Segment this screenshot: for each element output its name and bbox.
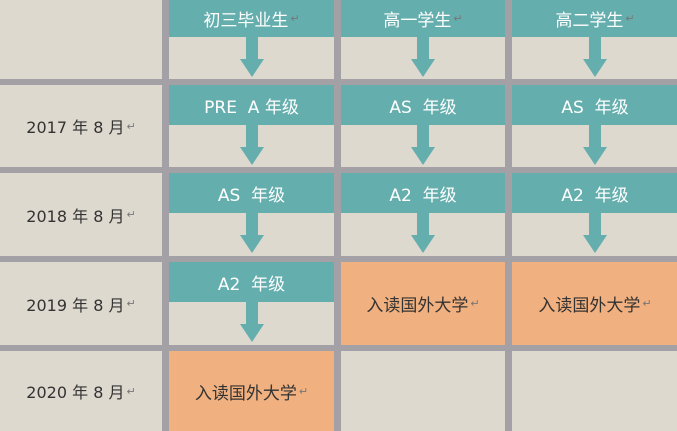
date-label: 2018 年 8 月↵: [26, 206, 136, 226]
destination-label: 入读国外大学↵: [366, 296, 480, 316]
down-arrow-icon: [239, 125, 264, 167]
grade-label: A2 年级: [561, 185, 629, 206]
down-arrow-icon: [583, 37, 607, 79]
destination-cell: 入读国外大学↵: [341, 262, 505, 345]
grade-label: A2 年级: [389, 185, 457, 206]
grade-band: A2 年级: [512, 173, 677, 213]
paragraph-mark-icon: ↵: [126, 119, 136, 133]
date-label: 2019 年 8 月↵: [26, 295, 136, 315]
grade-cell: AS 年级: [341, 85, 505, 167]
paragraph-mark-icon: ↵: [625, 12, 635, 25]
empty-cell: [512, 351, 677, 431]
date-cell: 2019 年 8 月↵: [0, 262, 162, 345]
destination-label: 入读国外大学↵: [194, 383, 309, 404]
grade-cell: AS 年级: [169, 173, 334, 256]
grade-cell: A2 年级: [512, 173, 677, 256]
date-cell: 2020 年 8 月↵: [0, 351, 162, 431]
column-header-band: 高一学生↵: [341, 0, 505, 37]
grade-cell: A2 年级: [341, 173, 505, 256]
empty-cell: [341, 351, 505, 431]
grade-label: AS 年级: [217, 185, 286, 206]
down-arrow-icon: [239, 37, 264, 79]
date-label: 2020 年 8 月↵: [26, 383, 136, 402]
date-cell: 2017 年 8 月↵: [0, 85, 162, 167]
paragraph-mark-icon: ↵: [290, 12, 300, 25]
header-corner-cell: [0, 0, 162, 79]
grade-label: A2 年级: [217, 274, 286, 295]
down-arrow-icon: [411, 37, 435, 79]
grade-label: PRE A 年级: [204, 97, 299, 118]
down-arrow-icon: [411, 125, 435, 167]
down-arrow-icon: [583, 213, 607, 255]
paragraph-mark-icon: ↵: [126, 297, 136, 310]
column-header-label: 高二学生: [555, 11, 624, 31]
down-arrow-icon: [583, 125, 607, 167]
destination-cell: 入读国外大学↵: [512, 262, 677, 345]
destination-label: 入读国外大学↵: [538, 296, 652, 316]
grade-band: A2 年级: [169, 262, 334, 302]
grade-label: AS 年级: [389, 97, 457, 118]
destination-cell: 入读国外大学↵: [169, 351, 334, 431]
down-arrow-icon: [411, 213, 435, 255]
column-header-band: 高二学生↵: [512, 0, 677, 37]
paragraph-mark-icon: ↵: [126, 208, 136, 221]
paragraph-mark-icon: ↵: [470, 297, 480, 310]
header-cell-col3: 高二学生↵: [512, 0, 677, 79]
column-header-label: 高一学生: [383, 11, 452, 31]
paragraph-mark-icon: ↵: [453, 12, 463, 25]
grade-band: A2 年级: [341, 173, 505, 213]
paragraph-mark-icon: ↵: [298, 384, 309, 398]
date-label: 2017 年 8 月↵: [26, 118, 136, 137]
grade-cell: AS 年级: [512, 85, 677, 167]
paragraph-mark-icon: ↵: [642, 297, 652, 310]
grade-band: AS 年级: [341, 85, 505, 125]
grade-band: AS 年级: [512, 85, 677, 125]
down-arrow-icon: [239, 302, 264, 344]
grade-cell: PRE A 年级: [169, 85, 334, 167]
grade-label: AS 年级: [561, 97, 629, 118]
column-header-label: 初三毕业生: [203, 11, 289, 31]
grade-band: AS 年级: [169, 173, 334, 213]
down-arrow-icon: [239, 213, 264, 255]
date-cell: 2018 年 8 月↵: [0, 173, 162, 256]
grade-cell: A2 年级: [169, 262, 334, 345]
header-cell-col1: 初三毕业生↵: [169, 0, 334, 79]
grade-band: PRE A 年级: [169, 85, 334, 125]
column-header-band: 初三毕业生↵: [169, 0, 334, 37]
paragraph-mark-icon: ↵: [126, 384, 136, 398]
header-cell-col2: 高一学生↵: [341, 0, 505, 79]
